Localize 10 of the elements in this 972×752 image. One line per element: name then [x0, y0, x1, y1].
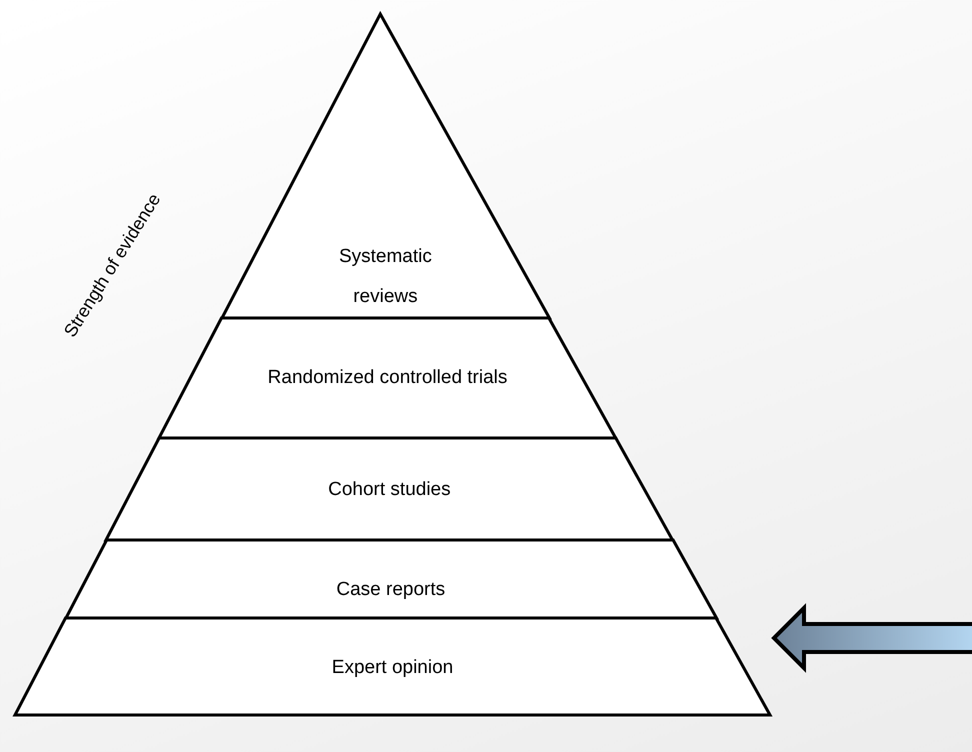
pyramid-tier [106, 438, 673, 540]
tier-label: Case reports [335, 579, 446, 601]
pyramid-tier [159, 318, 616, 438]
tier-label: Expert opinion [330, 657, 454, 679]
tier-label: Cohort studies [327, 479, 452, 501]
tier-label: Systematic reviews [338, 245, 433, 309]
block-arrow [771, 603, 972, 673]
pyramid-tier [66, 540, 716, 618]
pyramid-tier [15, 618, 770, 715]
tier-label: Randomized controlled trials [266, 367, 508, 389]
